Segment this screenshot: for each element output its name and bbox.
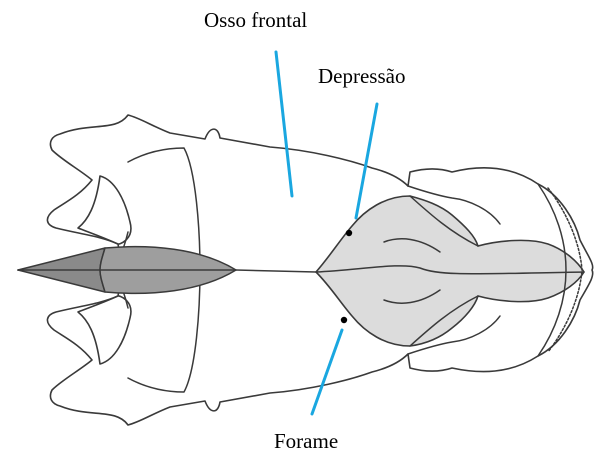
label-forame: Forame [274, 431, 338, 452]
label-depressao: Depressão [318, 66, 405, 87]
label-osso-frontal: Osso frontal [204, 10, 307, 31]
foramen-point [341, 317, 347, 323]
depression-point [346, 230, 352, 236]
